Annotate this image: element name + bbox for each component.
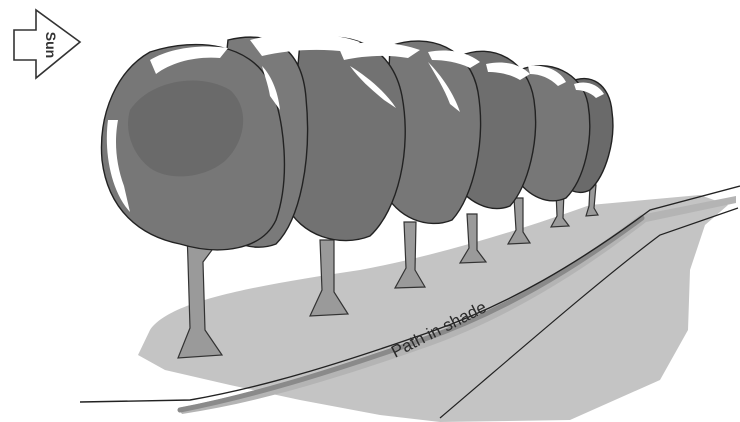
sun-label: Sun	[43, 32, 59, 58]
sun-arrow-icon: Sun	[14, 10, 80, 78]
